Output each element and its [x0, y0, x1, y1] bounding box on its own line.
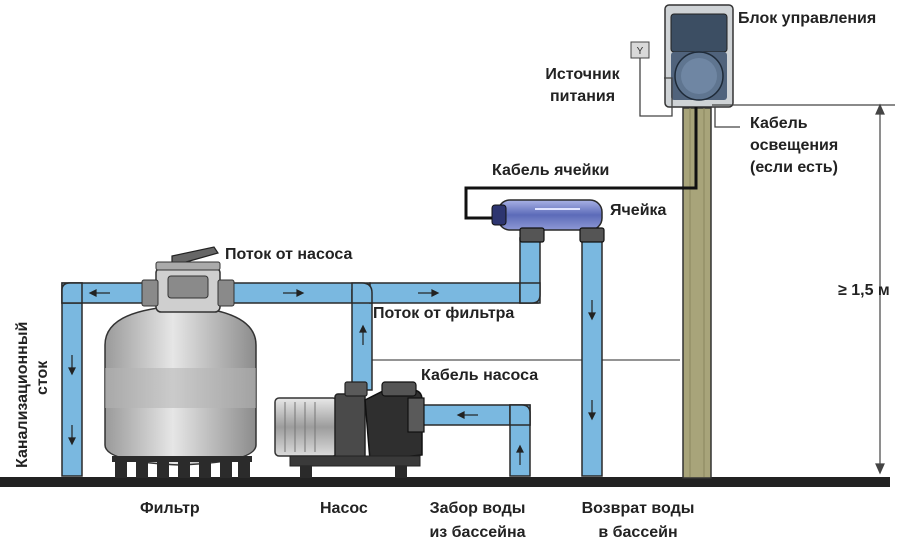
cell-cable-label: Кабель ячейки [492, 162, 610, 179]
flow-from-pump-label: Поток от насоса [225, 246, 353, 263]
svg-text:Y: Y [637, 46, 644, 57]
height-label: ≥ 1,5 м [838, 282, 890, 299]
intake-label-line2: из бассейна [429, 524, 526, 541]
pump-cable-label: Кабель насоса [421, 367, 539, 384]
return-label-line2: в бассейн [598, 524, 678, 541]
pump-label: Насос [320, 500, 368, 517]
pump [274, 381, 425, 478]
intake-label-line1: Забор воды [429, 500, 526, 517]
height-dimension [712, 103, 895, 475]
filter-tank [104, 246, 257, 478]
flow-arrows [68, 289, 596, 465]
power-source-label-line2: питания [549, 88, 616, 105]
power-source: Y [630, 41, 673, 117]
ground-line [0, 477, 890, 487]
return-label-line1: Возврат воды [581, 500, 695, 517]
lighting-cable-label-line2: освещения [750, 137, 839, 154]
chlorinator-cell [491, 199, 605, 243]
power-source-label-line1: Источник [545, 66, 620, 83]
drain-label-line2: сток [34, 360, 51, 395]
filter-label: Фильтр [140, 500, 200, 517]
flow-from-filter-label: Поток от фильтра [373, 305, 515, 322]
control-unit-label: Блок управления [738, 10, 877, 27]
drain-label-line1: Канализационный [14, 321, 31, 468]
cell-cable [464, 107, 698, 220]
pipe-elbows [61, 282, 541, 426]
lighting-cable [714, 107, 740, 128]
cell-label: Ячейка [610, 202, 667, 219]
lighting-cable-label-line3: (если есть) [750, 159, 838, 176]
control-unit [664, 4, 734, 108]
lighting-cable-label-line1: Кабель [750, 115, 808, 132]
